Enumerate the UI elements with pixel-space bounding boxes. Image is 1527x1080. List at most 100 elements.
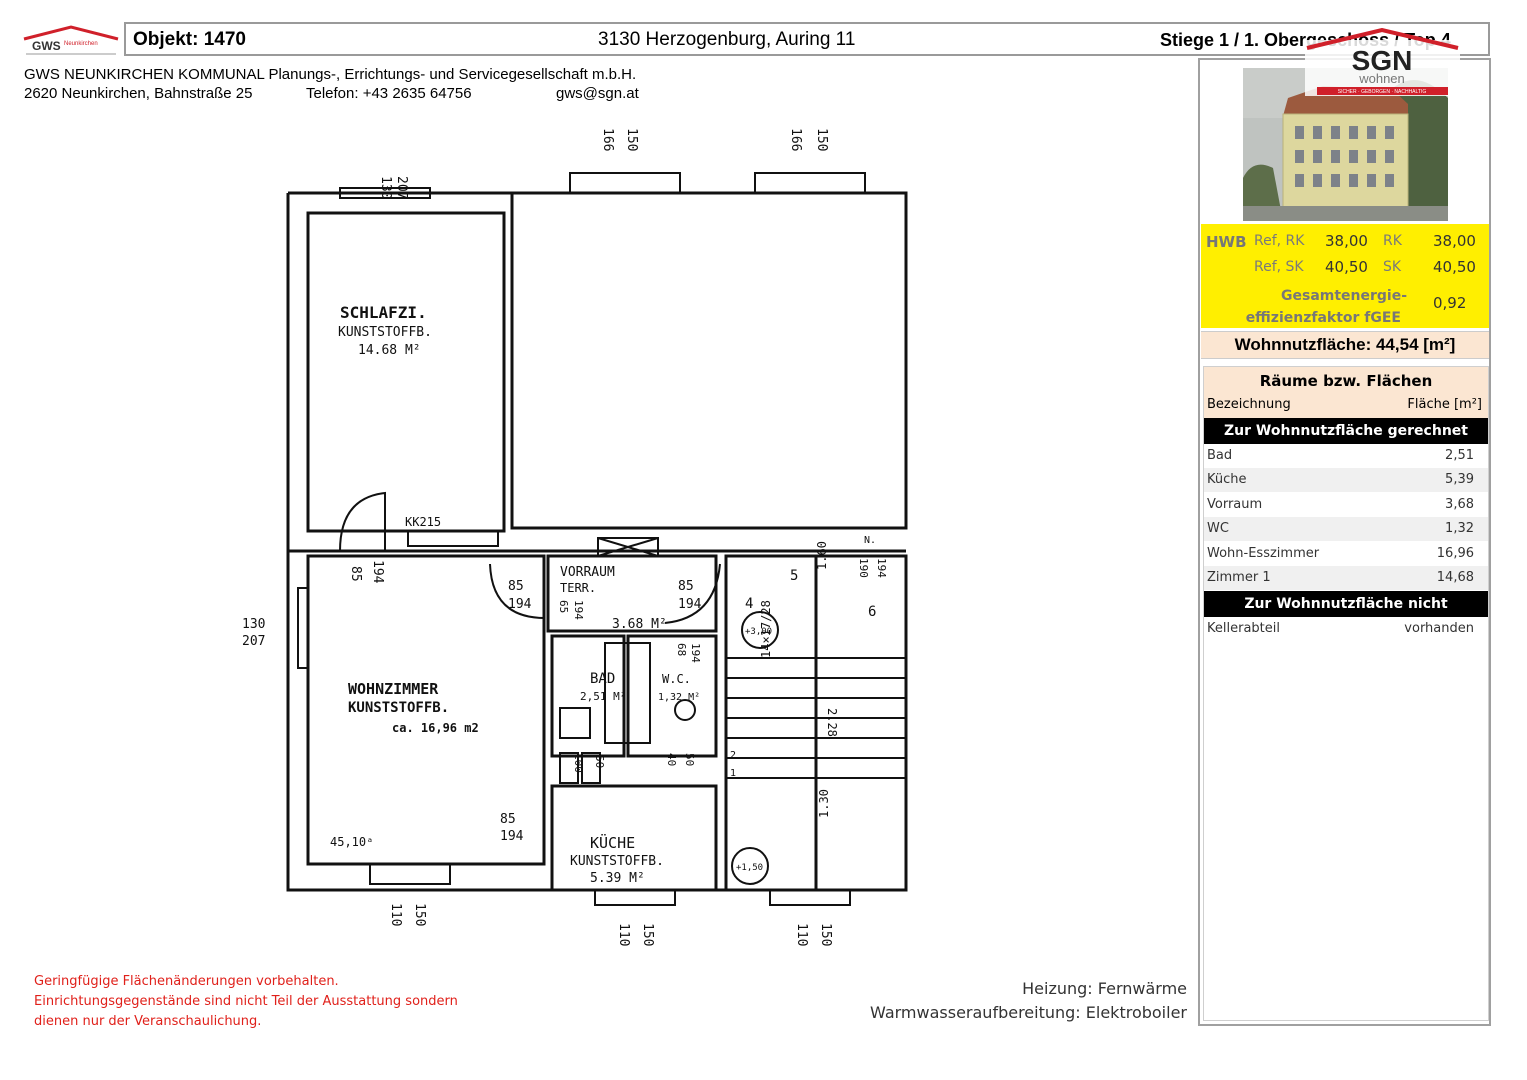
svg-text:GWS: GWS (32, 39, 61, 53)
sgn-logo: SGN wohnen SICHER · GEBORGEN · NACHHALTI… (1305, 28, 1460, 96)
plan-dim: 50 (683, 753, 696, 766)
room-area: 5,39 (1445, 472, 1474, 487)
fgee-value: 0,92 (1433, 294, 1467, 312)
plan-hall-area: 3.68 M² (612, 617, 667, 632)
plan-height: 45,10ᵃ (330, 835, 373, 849)
plan-wc-area: 1,32 M² (658, 692, 700, 703)
plan-dim: 207 (394, 176, 409, 199)
rooms-table-header: Räume bzw. Flächen Bezeichnung Fläche [m… (1204, 367, 1488, 419)
plan-dim: 65 (557, 600, 570, 613)
plan-dim: 110 (794, 923, 809, 946)
plan-level: +1,50 (736, 863, 763, 873)
plan-dim: 130 (242, 617, 265, 632)
plan-dim: 150 (624, 128, 639, 151)
plan-dim: 110 (388, 903, 403, 926)
plan-living-label: WOHNZIMMER (348, 680, 439, 698)
fgee-label-1: Gesamtenergie- (1281, 288, 1408, 304)
room-name: Küche (1207, 472, 1247, 487)
plan-dim: 190 (857, 558, 870, 578)
plan-bath-area: 2,51 M² (580, 690, 626, 703)
room-name: WC (1207, 521, 1229, 536)
object-address: 3130 Herzogenburg, Auring 11 (598, 29, 856, 50)
plan-stair-dim: 14×17/28 (759, 600, 773, 658)
disclaimer-line: Geringfügige Flächenänderungen vorbehalt… (34, 974, 339, 989)
plan-dim: 40 (665, 753, 678, 766)
plan-dim: 150 (814, 128, 829, 151)
plan-n-label: N. (864, 535, 876, 546)
room-area: 1,32 (1445, 521, 1474, 536)
col-area-header: Fläche [m²] (1407, 397, 1482, 412)
sgn-logo-slogan: SICHER · GEBORGEN · NACHHALTIG (1338, 89, 1427, 95)
excluded-section-header: Zur Wohnnutzfläche nicht gerechnet (1204, 591, 1488, 638)
disclaimer-line: dienen nur der Veranschaulichung. (34, 1014, 262, 1029)
room-name: Vorraum (1207, 497, 1263, 512)
rooms-title: Räume bzw. Flächen (1259, 372, 1433, 390)
company-email: gws@sgn.at (556, 85, 639, 102)
plan-dim: 130 (378, 176, 393, 199)
col-name-header: Bezeichnung (1207, 397, 1291, 412)
sk-value: 40,50 (1433, 258, 1476, 276)
plan-dim: 100 (572, 753, 585, 773)
plan-dim: 85 (348, 566, 363, 582)
header-bar (124, 22, 1490, 56)
room-area: 16,96 (1436, 546, 1474, 561)
plan-dim: 110 (616, 923, 631, 946)
plan-num: 2 (730, 750, 736, 761)
building-photo (1243, 68, 1448, 221)
company-info: GWS NEUNKIRCHEN KOMMUNAL Planungs-, Erri… (24, 65, 639, 103)
plan-dim: 2.28 (825, 708, 839, 737)
plan-living-floor: KUNSTSTOFFB. (348, 700, 449, 716)
plan-hall-label: VORRAUM (560, 565, 615, 580)
plan-dim: 150 (640, 923, 655, 946)
plan-level: +3,00 (745, 627, 772, 637)
plan-dim: 166 (600, 128, 615, 151)
plan-dim: 150 (412, 903, 427, 926)
plan-dim: 85 (500, 812, 516, 827)
svg-text:Neunkirchen: Neunkirchen (64, 41, 98, 47)
fgee-label-2: effizienzfaktor fGEE (1245, 310, 1401, 326)
rooms-table: Räume bzw. Flächen Bezeichnung Fläche [m… (1203, 366, 1489, 1021)
plan-dim: 194 (689, 643, 702, 663)
plan-bath-label: BAD (590, 671, 615, 687)
ref-rk-label: Ref, RK (1254, 233, 1305, 249)
table-row: WC 1,32 (1204, 517, 1488, 541)
plan-dim: 194 (572, 600, 585, 620)
plan-dim: 194 (370, 560, 385, 584)
gws-logo: GWS Neunkirchen (23, 25, 119, 55)
room-area: vorhanden (1404, 621, 1474, 636)
sgn-logo-name: SGN (1352, 45, 1413, 76)
plan-bedroom-floor: KUNSTSTOFFB. (338, 325, 432, 340)
object-number: Objekt: 1470 (133, 29, 246, 50)
plan-dim: 194 (508, 597, 532, 612)
table-row: Vorraum 3,68 (1204, 493, 1488, 517)
plan-wc-label: W.C. (662, 672, 691, 686)
room-area: 14,68 (1436, 570, 1474, 585)
plan-bedroom-label: SCHLAFZI. (340, 303, 427, 322)
plan-dim: 207 (242, 634, 265, 649)
room-area: 3,68 (1445, 497, 1474, 512)
plan-living-area: ca. 16,96 m2 (392, 721, 479, 735)
plan-kitchen-label: KÜCHE (590, 833, 635, 852)
plan-dim: 1.60 (815, 541, 829, 570)
plan-kk: KK215 (405, 515, 441, 529)
heating-line: Heizung: Fernwärme (1022, 979, 1187, 998)
room-name: Kellerabteil (1207, 621, 1280, 636)
wohnnutzflaeche-total: Wohnnutzfläche: 44,54 [m²] (1201, 331, 1489, 359)
rk-label: RK (1383, 233, 1402, 249)
hot-water-line: Warmwasseraufbereitung: Elektroboiler (870, 1003, 1187, 1022)
disclaimer-line: Einrichtungsgegenstände sind nicht Teil … (34, 994, 458, 1009)
plan-dim: 194 (875, 558, 888, 578)
plan-dim: 1.30 (817, 789, 831, 818)
company-phone: Telefon: +43 2635 64756 (306, 85, 472, 102)
sk-label: SK (1383, 259, 1402, 275)
floor-plan: SCHLAFZI. KUNSTSTOFFB. 14.68 M² WOHNZIMM… (242, 128, 908, 946)
plan-num: 4 (745, 596, 753, 612)
plan-num: 6 (868, 604, 876, 620)
sgn-logo-sub: wohnen (1358, 71, 1405, 86)
company-street: 2620 Neunkirchen, Bahnstraße 25 (24, 85, 253, 102)
hwb-label: HWB (1206, 233, 1247, 251)
ref-sk-value: 40,50 (1325, 258, 1368, 276)
room-area: 2,51 (1445, 448, 1474, 463)
